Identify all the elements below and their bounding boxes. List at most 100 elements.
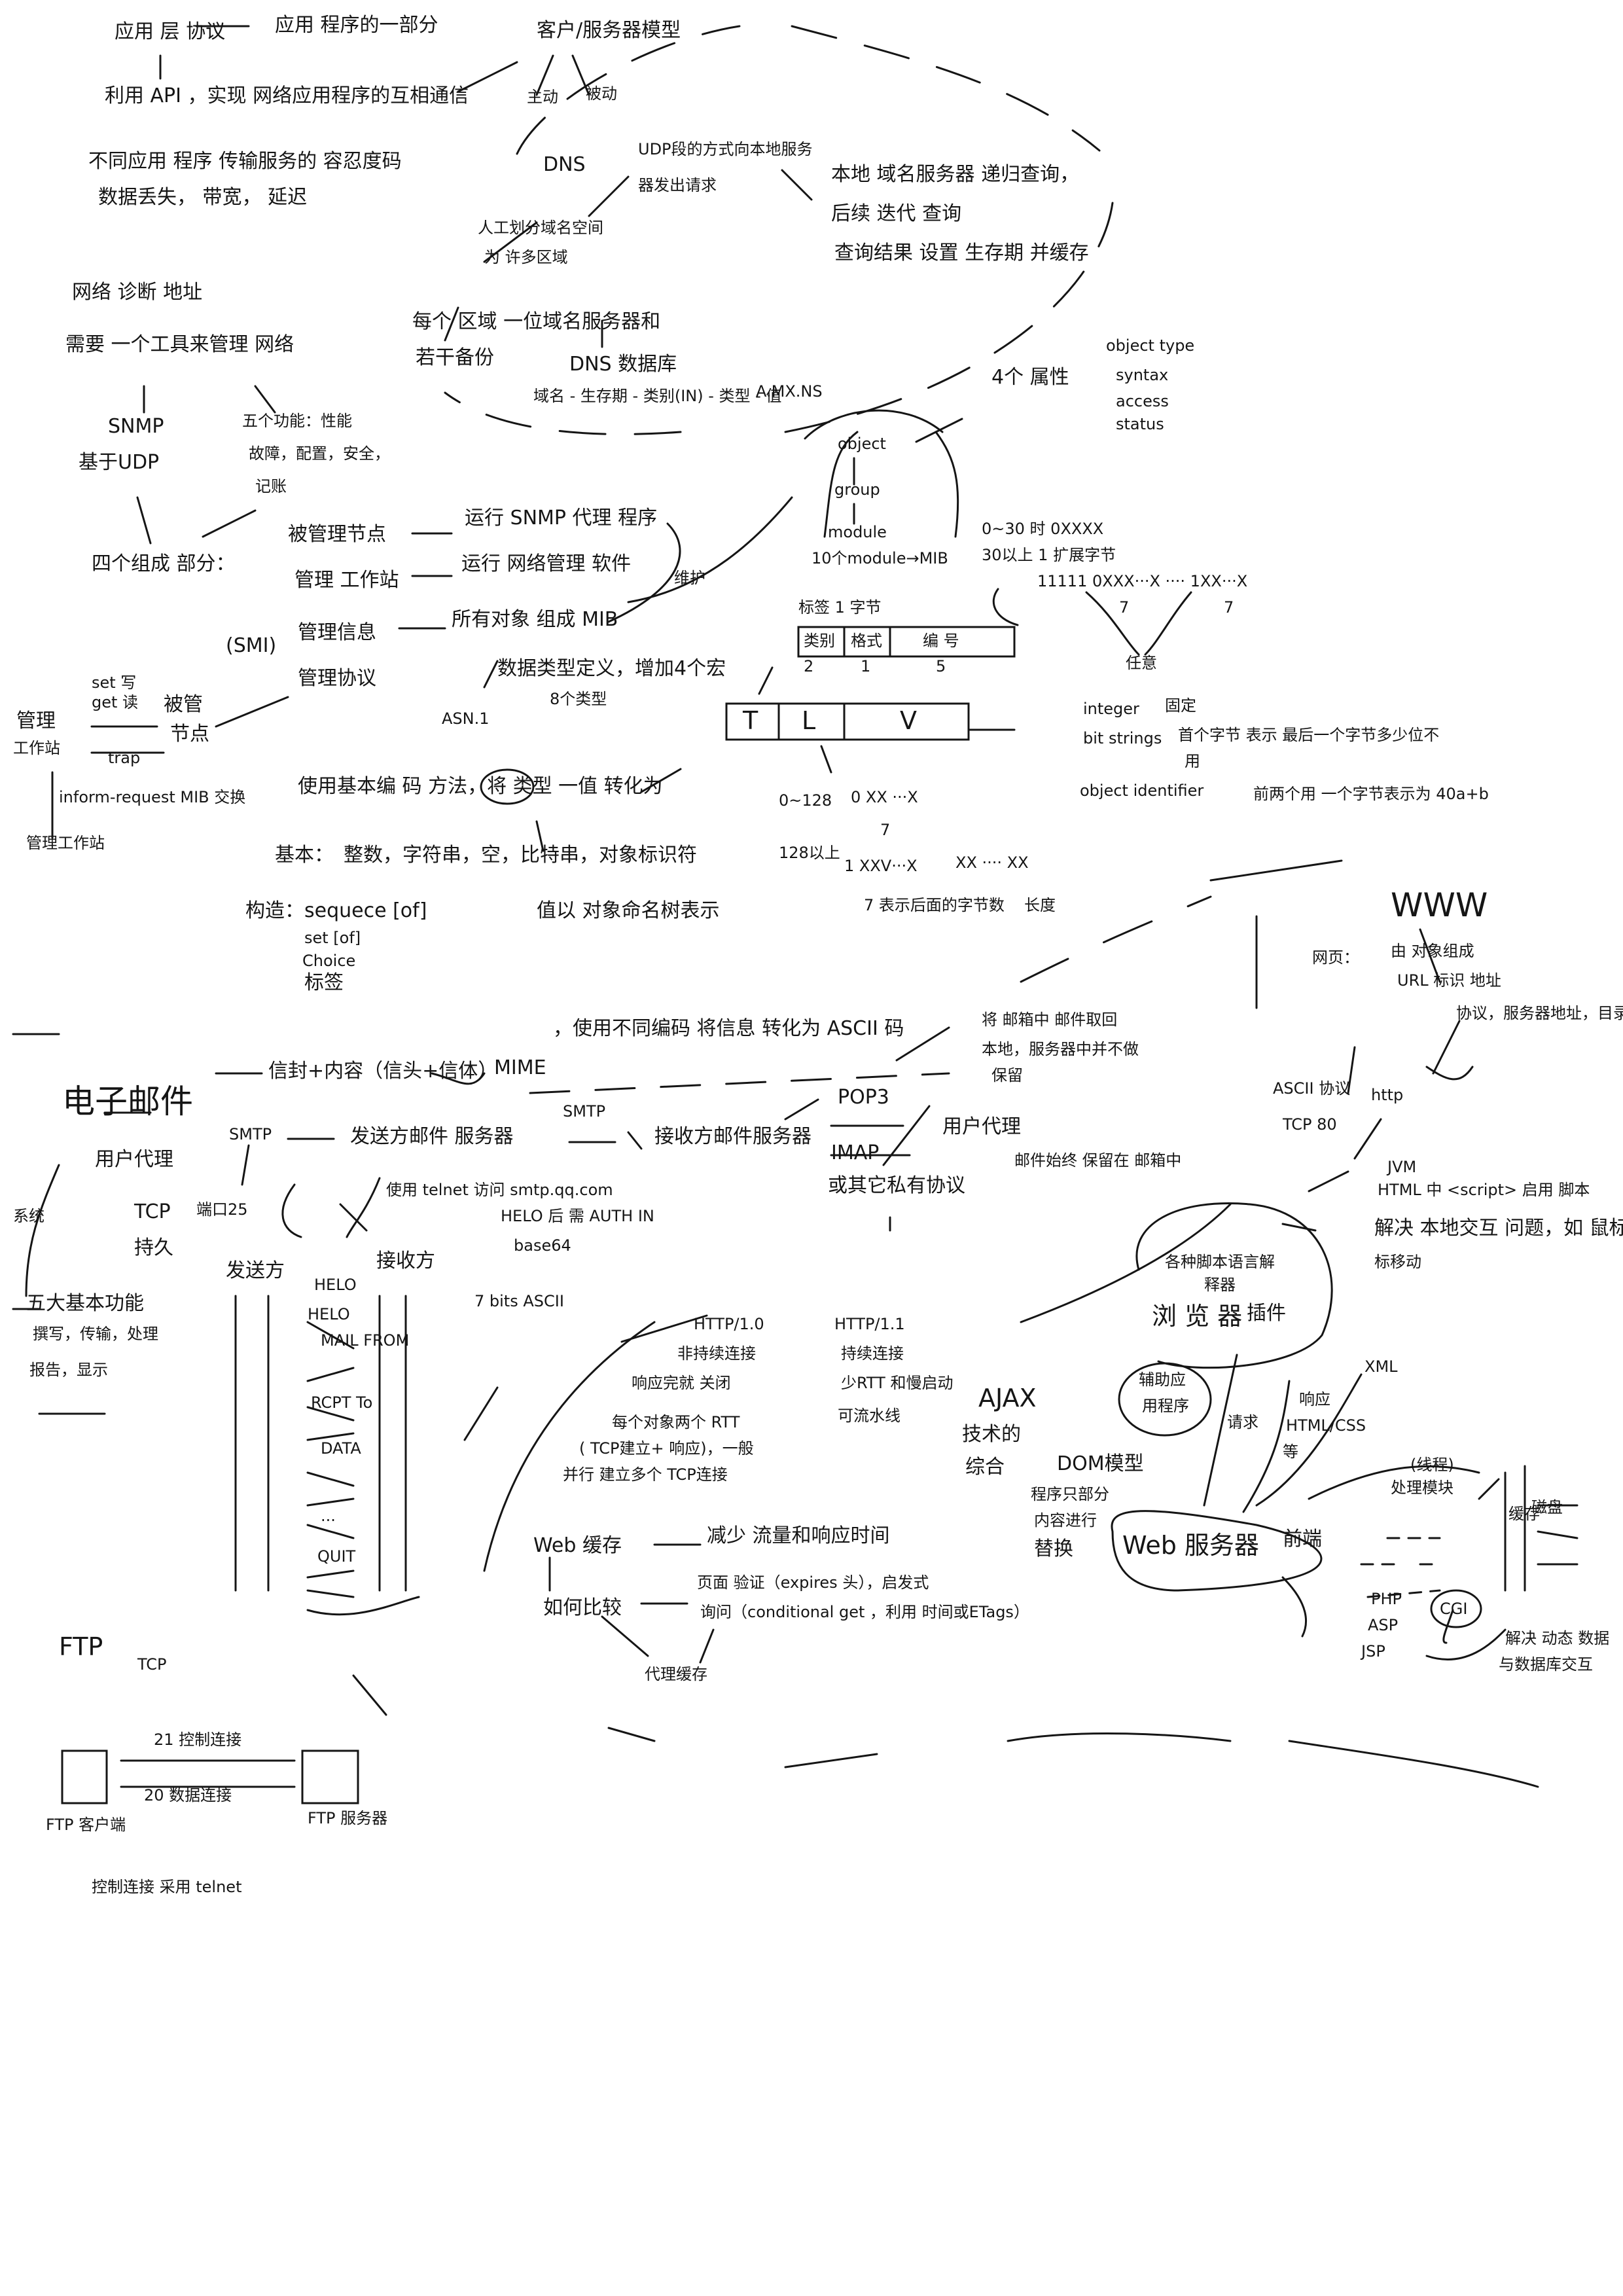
email-label: 电子邮件 bbox=[62, 1083, 193, 1121]
data-conn-label: 20 数据连接 bbox=[144, 1786, 232, 1804]
tlv-box bbox=[725, 702, 970, 741]
proxy-label: 代理缓存 bbox=[645, 1665, 707, 1683]
send-server-label: 发送方邮件 服务器 bbox=[350, 1125, 514, 1148]
ajax3-label: 综合 bbox=[965, 1456, 1005, 1479]
ack-arrow bbox=[306, 1432, 355, 1441]
keep-mail-label: 邮件始终 保留在 邮箱中 bbox=[1014, 1151, 1182, 1170]
arrow-line bbox=[241, 1144, 250, 1186]
construct-label: 构造： bbox=[245, 899, 304, 922]
five-func3-label: 记账 bbox=[255, 477, 287, 495]
maintain-label: 维护 bbox=[674, 569, 705, 587]
response-label: 响应 bbox=[1299, 1390, 1330, 1408]
curve bbox=[935, 431, 959, 538]
curve bbox=[1308, 1465, 1480, 1500]
jvm-label: JVM bbox=[1387, 1158, 1417, 1176]
local-label: 本地，服务器中并不做 bbox=[982, 1040, 1139, 1058]
arrow-line bbox=[457, 61, 518, 93]
control-conn-label: 21 控制连接 bbox=[154, 1731, 242, 1749]
app-part-label: 应用 程序的一部分 bbox=[275, 14, 438, 37]
envelope-label: 信封+内容（信头+信体） bbox=[268, 1060, 498, 1083]
tlv-v-label: V bbox=[900, 706, 917, 735]
http-label: http bbox=[1371, 1086, 1404, 1104]
backup-label: 若干备份 bbox=[416, 346, 494, 369]
api-label: 利用 API ，实现 网络应用程序的互相通信 bbox=[105, 84, 469, 107]
helo1-label: HELO bbox=[314, 1276, 357, 1294]
managed-node-label: 被管理节点 bbox=[288, 523, 386, 546]
pipeline-label: 可流水线 bbox=[838, 1407, 901, 1425]
tolerance-label: 不同应用 程序 传输服务的 容忍度码 bbox=[88, 150, 402, 173]
line bbox=[463, 1386, 499, 1441]
port25-label: 端口25 bbox=[196, 1200, 248, 1219]
arrow-line bbox=[627, 1131, 643, 1150]
objects-label: 由 对象组成 bbox=[1391, 942, 1474, 960]
persist-label: 持续连接 bbox=[841, 1344, 904, 1363]
dns-types-label: A.MX.NS bbox=[756, 382, 823, 401]
etc-label: 等 bbox=[1283, 1443, 1298, 1461]
proc-module-label: 处理模块 bbox=[1391, 1479, 1454, 1497]
oid-label: object identifier bbox=[1080, 781, 1204, 800]
arrow-line bbox=[202, 509, 257, 538]
arrow-line bbox=[254, 385, 276, 414]
five-func-label: 五个功能：性能 bbox=[242, 412, 352, 430]
arrow-line bbox=[444, 306, 459, 342]
curve-arrow bbox=[627, 496, 793, 603]
http11-label: HTTP/1.1 bbox=[834, 1315, 905, 1333]
close-label: 响应完就 关闭 bbox=[632, 1374, 731, 1392]
number-bits-label: 5 bbox=[936, 657, 946, 675]
bracket bbox=[1085, 591, 1192, 656]
bitstring-desc-label: 首个字节 表示 最后一个字节多少位不 bbox=[1178, 726, 1440, 744]
webpage-label: 网页： bbox=[1312, 948, 1359, 967]
passive-label: 被动 bbox=[586, 84, 617, 103]
iterative-label: 后续 迭代 查询 bbox=[831, 202, 962, 225]
local-server-label: 本地 域名服务器 递归查询， bbox=[831, 163, 1080, 186]
dbsolve2-label: 与数据库交互 bbox=[1499, 1655, 1593, 1674]
tlv-t-label: T bbox=[743, 706, 758, 735]
ftp-tcp-label: TCP bbox=[137, 1655, 167, 1674]
class-bits-label: 2 bbox=[804, 657, 814, 675]
ajax-label: AJAX bbox=[978, 1384, 1037, 1412]
node-label: 节点 bbox=[170, 723, 209, 745]
curve bbox=[1442, 1609, 1454, 1644]
mime-label: MIME bbox=[494, 1056, 546, 1079]
disk-label: 磁盘 bbox=[1531, 1498, 1563, 1516]
receiver-label: 接收方 bbox=[376, 1249, 435, 1272]
access-label: access bbox=[1116, 392, 1169, 410]
ack-arrow bbox=[306, 1570, 355, 1579]
ftp-client-label: FTP 客户端 bbox=[46, 1816, 126, 1834]
curve bbox=[306, 1596, 420, 1616]
dashed-line bbox=[529, 1072, 950, 1094]
curve bbox=[804, 409, 944, 440]
ftp-server-label: FTP 服务器 bbox=[308, 1809, 388, 1827]
arrow-line bbox=[1353, 1118, 1382, 1160]
nonpersist-label: 非持续连接 bbox=[677, 1344, 756, 1363]
helo-arrow bbox=[306, 1321, 355, 1350]
helo-arrow bbox=[306, 1367, 355, 1382]
four-parts-label: 四个组成 部分： bbox=[92, 552, 236, 575]
smtp2-label: SMTP bbox=[563, 1102, 606, 1121]
seven-b-label: 7 bbox=[1224, 598, 1234, 617]
ftp-server-box bbox=[301, 1749, 359, 1804]
five-func2-label: 故障，配置，安全， bbox=[249, 444, 390, 463]
cgi-circle bbox=[1430, 1589, 1482, 1628]
helo-auth-label: HELO 后 需 AUTH IN bbox=[501, 1207, 654, 1225]
value-tree-label: 值以 对象命名树表示 bbox=[537, 899, 720, 922]
group-label: group bbox=[834, 480, 880, 499]
need-tool-label: 需要 一个工具来管理 网络 bbox=[65, 333, 294, 356]
mime-desc-label: ，使用不同编码 将信息 转化为 ASCII 码 bbox=[553, 1017, 904, 1040]
ext-bytes-label: 11111 0XXX···X ···· 1XX···X bbox=[1037, 572, 1248, 590]
interpreter-label: 各种脚本语言解 bbox=[1165, 1253, 1275, 1271]
arrow-line bbox=[640, 768, 682, 793]
howcompare-label: 如何比较 bbox=[543, 1596, 622, 1619]
php-label: PHP bbox=[1371, 1590, 1402, 1608]
range-128up-label: 128以上 bbox=[779, 844, 840, 862]
ajax2-label: 技术的 bbox=[962, 1423, 1021, 1446]
sender-label: 发送方 bbox=[226, 1259, 285, 1282]
bitstring-label: bit strings bbox=[1083, 729, 1162, 747]
xml-label: XML bbox=[1364, 1357, 1398, 1376]
script-label: HTML 中 <script> 启用 脚本 bbox=[1378, 1181, 1590, 1199]
curve bbox=[431, 1072, 486, 1085]
line bbox=[1288, 1740, 1539, 1788]
line bbox=[352, 1674, 387, 1716]
persist2-label: 持久 bbox=[134, 1236, 173, 1259]
arrow-line bbox=[339, 1203, 368, 1232]
